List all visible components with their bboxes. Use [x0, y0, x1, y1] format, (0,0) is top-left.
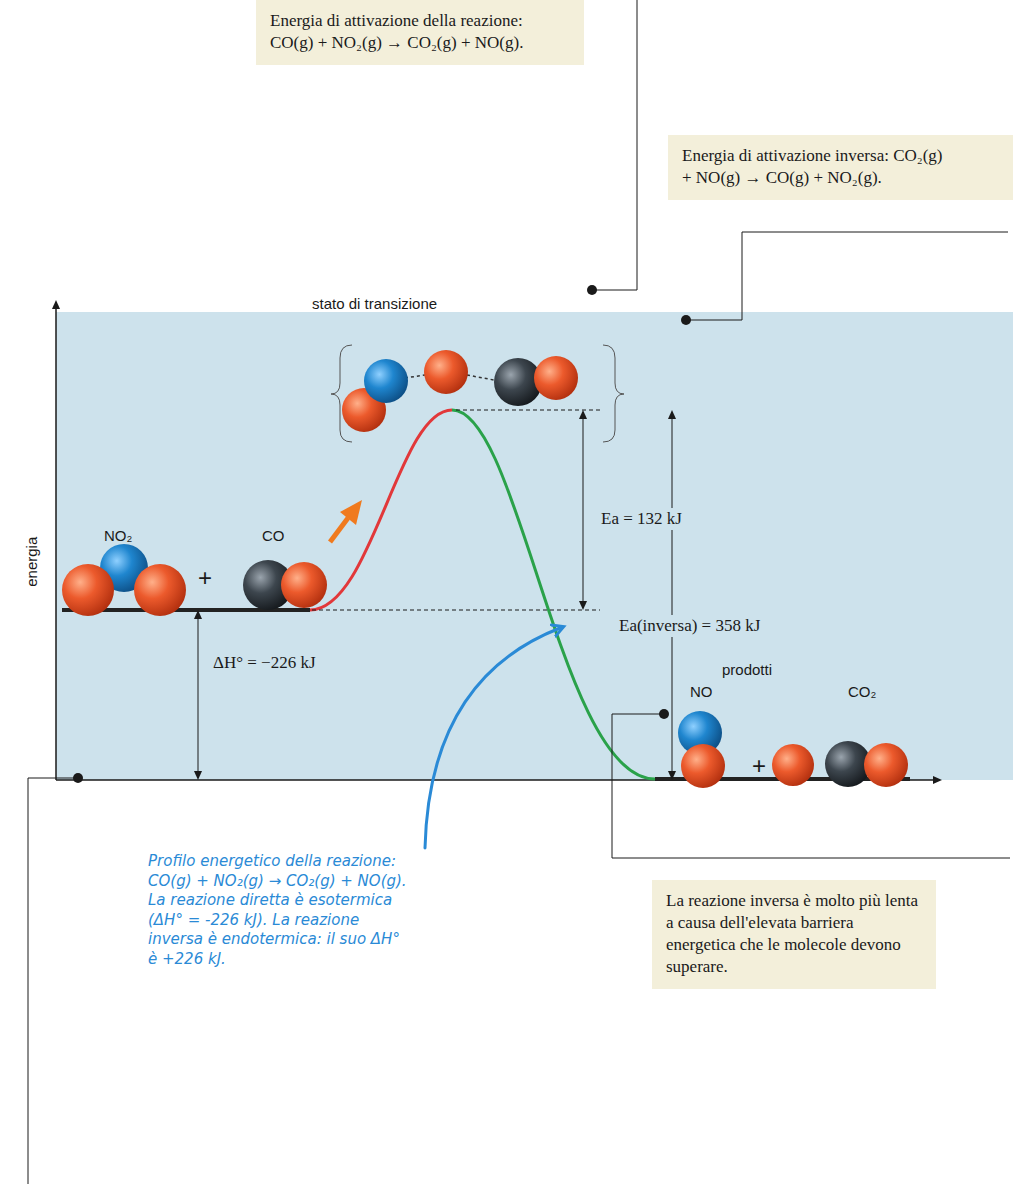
orange-arrow: [330, 500, 362, 542]
molecule-label: NO: [690, 682, 713, 702]
guide-lines: [312, 410, 600, 610]
energy-value: ΔH° = −226 kJ: [210, 652, 319, 674]
group-label: prodotti: [722, 660, 772, 680]
energy-value: Ea(inversa) = 358 kJ: [616, 615, 763, 637]
note-arrow: [425, 628, 560, 848]
curve-fall: [452, 410, 655, 779]
transition-state-molecule: [342, 350, 578, 432]
energy-value: Ea = 132 kJ: [598, 508, 685, 530]
handwritten-note: Profilo energetico della reazione: CO(g)…: [148, 852, 410, 969]
leader-dots: [73, 285, 691, 783]
y-axis: [55, 304, 57, 780]
curve-rise: [310, 410, 452, 610]
callout-text: Energia di attivazione della reazione: C…: [270, 10, 570, 54]
plot-area: [56, 312, 1013, 780]
callout-text: La reazione inversa è molto più lenta a …: [666, 890, 922, 978]
ea-arrow: [583, 414, 584, 606]
callout-text: Energia di attivazione inversa: CO₂(g) +…: [682, 145, 944, 189]
leader-lines: [28, 0, 1010, 1184]
callout-box: Energia di attivazione della reazione: C…: [256, 0, 584, 65]
delta-h-arrow: [198, 614, 199, 776]
co2-molecule: [772, 741, 908, 787]
brace-right: [603, 345, 624, 442]
molecule-label: CO₂: [848, 682, 876, 702]
plus-sign: +: [752, 750, 766, 781]
state-label: stato di transizione: [312, 294, 437, 314]
brace-left: [331, 345, 352, 442]
no2-molecule: [62, 544, 186, 616]
ea-inverse-arrow: [672, 414, 673, 776]
callout-box: La reazione inversa è molto più lenta a …: [652, 880, 936, 989]
molecule-label: CO: [262, 526, 285, 546]
axis-label: energia: [22, 532, 42, 592]
no-molecule: [678, 711, 725, 788]
callout-box: Energia di attivazione inversa: CO₂(g) +…: [668, 135, 1013, 200]
co-molecule: [243, 560, 327, 610]
molecule-label: NO₂: [104, 526, 132, 546]
plus-sign: +: [198, 562, 212, 593]
